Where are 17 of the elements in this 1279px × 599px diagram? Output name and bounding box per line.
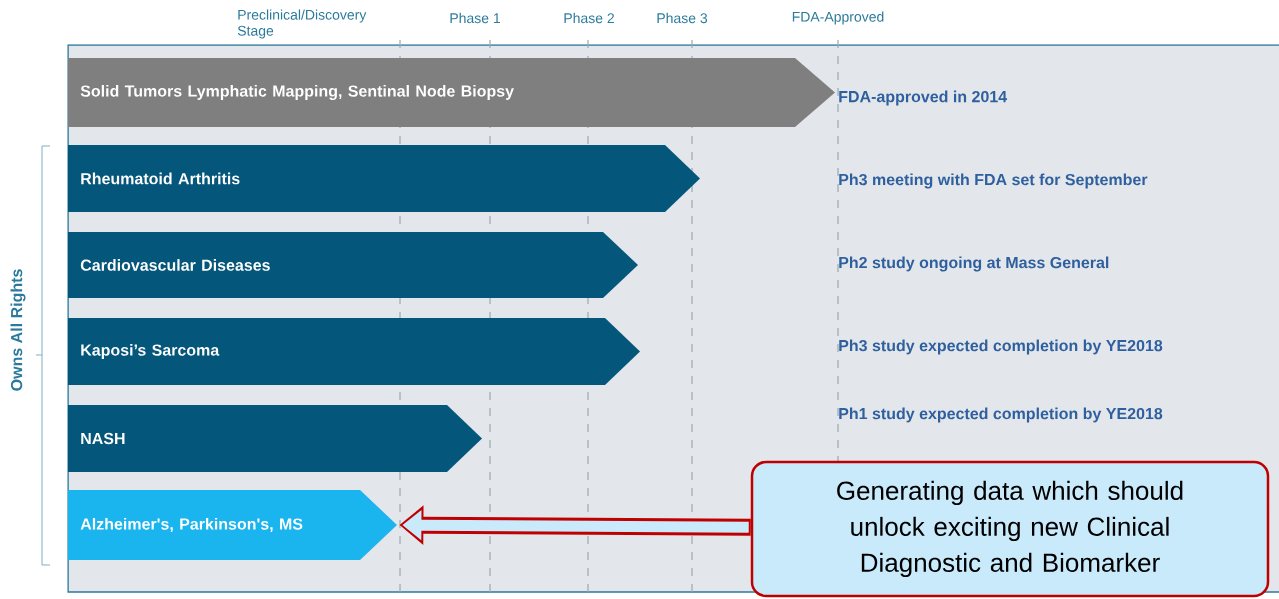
callout-box: Generating data which should unlock exciting new Clinical Diagnostic and Biomarker — [750, 460, 1270, 598]
phase-label: Phase 1 — [450, 12, 500, 24]
phase-label: Phase 3 — [657, 12, 708, 24]
arrow-bar: NASH — [68, 405, 482, 472]
arrow-bar: Alzheimer's, Parkinson's, MS — [68, 490, 397, 560]
phase-label: Phase 2 — [564, 12, 614, 24]
phase-label: Preclinical/Discovery Stage — [237, 9, 367, 39]
phase-label: FDA-Approved — [792, 11, 884, 25]
arrow-bar: Rheumatoid Arthritis — [68, 145, 700, 212]
status-text: Ph1 study expected completion by YE2018 — [839, 407, 1163, 423]
status-text: Ph3 study expected completion by YE2018 — [839, 339, 1163, 355]
status-text: Ph2 study ongoing at Mass General — [839, 256, 1109, 272]
arrow-bar: Cardiovascular Diseases — [68, 232, 638, 298]
rights-label: Owns All Rights — [10, 269, 26, 391]
arrow-bar: Kaposi’s Sarcoma — [68, 318, 640, 385]
status-text: Ph3 meeting with FDA set for September — [839, 173, 1148, 189]
arrow-bar: Solid Tumors Lymphatic Mapping, Sentinal Node Biopsy — [68, 58, 835, 127]
